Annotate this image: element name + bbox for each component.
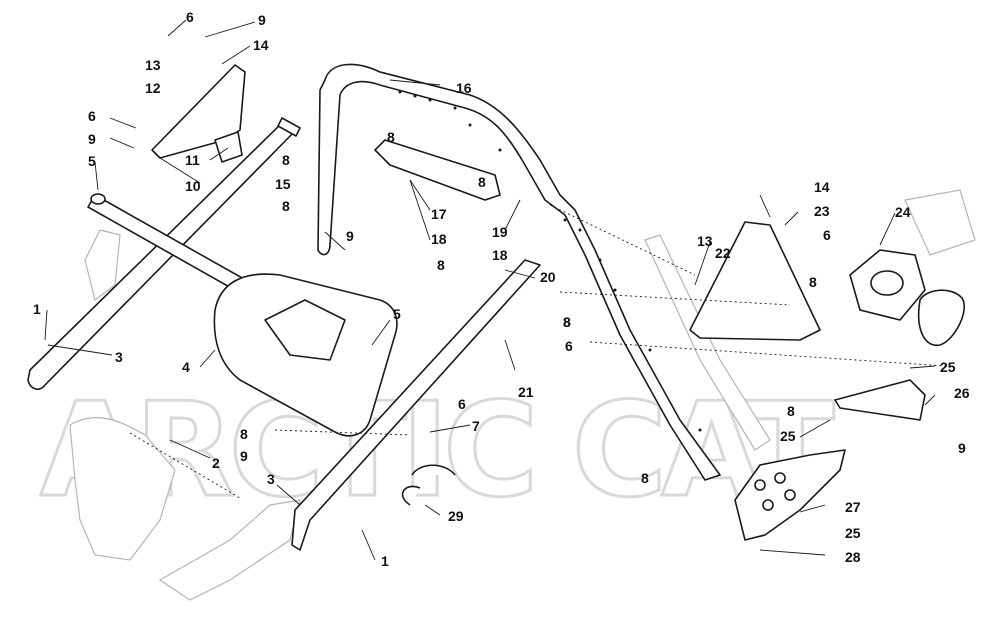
callout-12: 12 [145, 80, 161, 96]
callout-2: 2 [212, 455, 220, 471]
lower-plate-part [734, 449, 846, 541]
rear-hoop-part [317, 63, 721, 481]
callout-27: 27 [845, 499, 861, 515]
callout-26: 26 [954, 385, 970, 401]
callout-11: 11 [185, 152, 200, 168]
callout-8: 8 [282, 152, 290, 168]
right-rail-part [291, 259, 541, 551]
callout-8: 8 [478, 174, 486, 190]
callout-25: 25 [780, 428, 796, 444]
left-rail-part [27, 117, 301, 390]
callout-3: 3 [115, 349, 123, 365]
callout-9: 9 [240, 448, 248, 464]
callout-13: 13 [697, 233, 713, 249]
leader-lines [44, 19, 936, 561]
callout-1: 1 [33, 301, 41, 317]
callout-18: 18 [431, 231, 447, 247]
callout-8: 8 [387, 129, 395, 145]
callout-6: 6 [458, 396, 466, 412]
callout-13: 13 [145, 57, 161, 73]
callout-20: 20 [540, 269, 556, 285]
callout-9: 9 [346, 228, 354, 244]
callout-10: 10 [185, 178, 201, 194]
callout-15: 15 [275, 176, 291, 192]
callout-29: 29 [448, 508, 464, 524]
callout-14: 14 [253, 37, 269, 53]
callout-8: 8 [240, 426, 248, 442]
callout-8: 8 [641, 470, 649, 486]
bracket-26-part [834, 379, 926, 421]
callout-17: 17 [431, 206, 447, 222]
callout-18: 18 [492, 247, 508, 263]
callout-labels: 6 9 14 13 12 6 9 5 11 8 10 15 8 16 8 8 1… [33, 9, 970, 569]
top-bracket-part [151, 64, 246, 163]
small-bracket-part [374, 139, 501, 201]
callout-5: 5 [393, 306, 401, 322]
callout-16: 16 [456, 80, 472, 96]
callout-8: 8 [563, 314, 571, 330]
pouch-part [849, 249, 965, 347]
callout-25: 25 [845, 525, 861, 541]
callout-8: 8 [282, 198, 290, 214]
alignment-lines [129, 204, 946, 499]
callout-8: 8 [563, 314, 571, 330]
callout-5: 5 [88, 153, 96, 169]
callout-6: 6 [186, 9, 194, 25]
clamp-part [401, 464, 456, 506]
panel-part [213, 273, 398, 437]
callout-8: 8 [787, 403, 795, 419]
callout-6: 6 [823, 227, 831, 243]
callout-6: 6 [565, 338, 573, 354]
callout-7: 7 [472, 418, 480, 434]
callout-23: 23 [814, 203, 830, 219]
callout-4: 4 [182, 359, 190, 375]
callout-9: 9 [958, 440, 966, 456]
ghost-parts [69, 189, 976, 601]
callout-21: 21 [518, 384, 534, 400]
right-plate-part [689, 221, 821, 341]
callout-25: 25 [940, 359, 956, 375]
watermark-text: ARCTIC CAT [40, 374, 834, 526]
callout-6: 6 [88, 108, 96, 124]
callout-14: 14 [814, 179, 830, 195]
callout-1: 1 [381, 553, 389, 569]
callout-28: 28 [845, 549, 861, 565]
callout-24: 24 [895, 204, 911, 220]
callout-8: 8 [809, 274, 817, 290]
callout-22: 22 [715, 245, 731, 261]
callout-8: 8 [437, 257, 445, 273]
callout-19: 19 [492, 224, 508, 240]
callout-3: 3 [267, 471, 275, 487]
callout-9: 9 [258, 12, 266, 28]
callout-9: 9 [88, 131, 96, 147]
